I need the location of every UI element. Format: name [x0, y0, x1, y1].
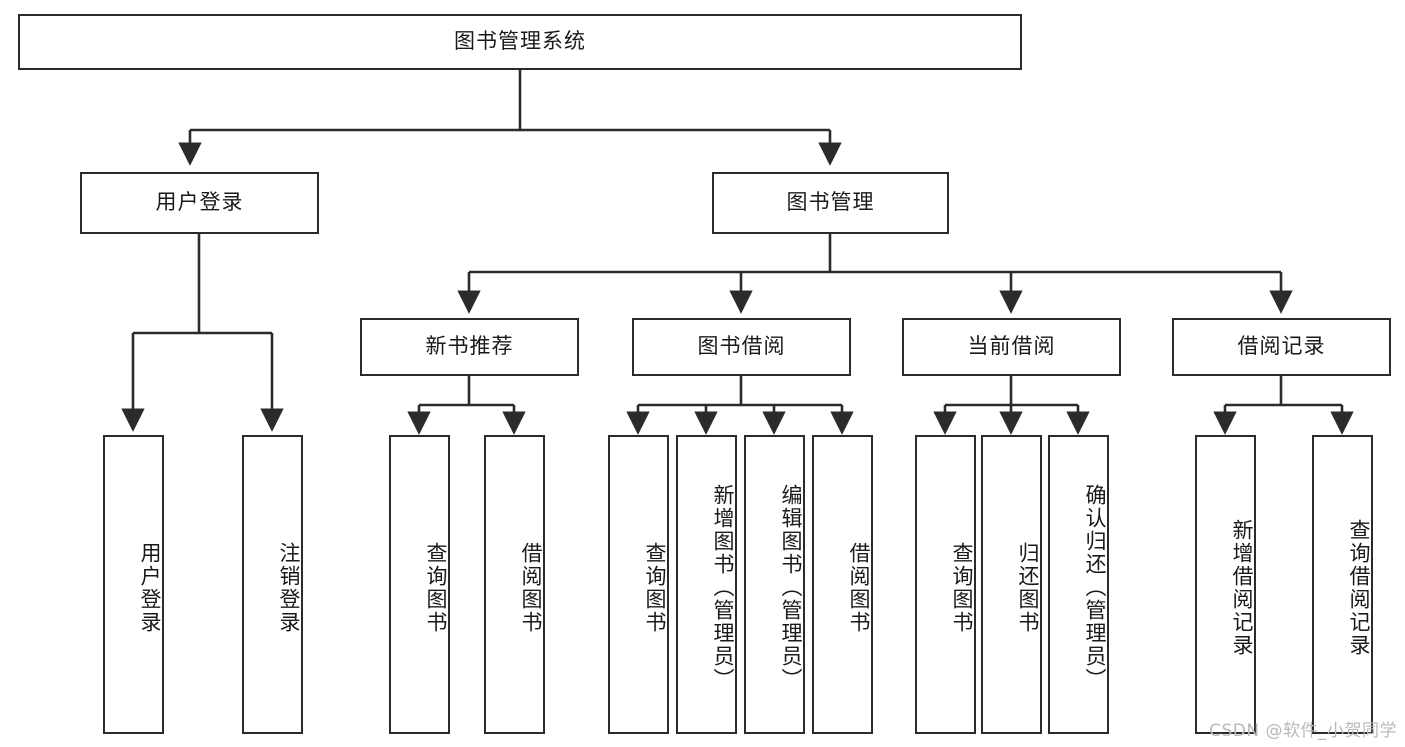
leaf-user-login-0[interactable]: 用户登录 — [103, 435, 164, 734]
leaf-current-borrow-0[interactable]: 查询图书 — [915, 435, 976, 734]
leaf-book-borrow-1[interactable]: 新增图书（管理员） — [676, 435, 737, 734]
node-borrow-record[interactable]: 借阅记录 — [1172, 318, 1391, 376]
leaf-label: 归还图书 — [1016, 541, 1040, 634]
leaf-borrow-record-0[interactable]: 新增借阅记录 — [1195, 435, 1256, 734]
node-current-borrow-label: 当前借阅 — [967, 334, 1056, 359]
leaf-label: 查询图书 — [424, 541, 448, 634]
node-user-login-label: 用户登录 — [155, 190, 244, 215]
leaf-label: 确认归还（管理员） — [1083, 484, 1107, 691]
leaf-label: 编辑图书（管理员） — [779, 484, 803, 691]
leaf-user-login-1[interactable]: 注销登录 — [242, 435, 303, 734]
leaf-current-borrow-1[interactable]: 归还图书 — [981, 435, 1042, 734]
leaf-label: 查询图书 — [643, 541, 667, 634]
leaf-label: 用户登录 — [138, 541, 162, 634]
node-book-borrow[interactable]: 图书借阅 — [632, 318, 851, 376]
leaf-new-book-recommend-1[interactable]: 借阅图书 — [484, 435, 545, 734]
node-current-borrow[interactable]: 当前借阅 — [902, 318, 1121, 376]
node-root[interactable]: 图书管理系统 — [18, 14, 1022, 70]
leaf-new-book-recommend-0[interactable]: 查询图书 — [389, 435, 450, 734]
leaf-book-borrow-2[interactable]: 编辑图书（管理员） — [744, 435, 805, 734]
node-book-borrow-label: 图书借阅 — [697, 334, 786, 359]
leaf-label: 查询图书 — [950, 541, 974, 634]
leaf-current-borrow-2[interactable]: 确认归还（管理员） — [1048, 435, 1109, 734]
node-new-book-recommend[interactable]: 新书推荐 — [360, 318, 579, 376]
leaf-label: 注销登录 — [277, 541, 301, 634]
node-user-login[interactable]: 用户登录 — [80, 172, 319, 234]
node-root-label: 图书管理系统 — [454, 29, 586, 54]
leaf-label: 新增图书（管理员） — [711, 484, 735, 691]
node-book-manage[interactable]: 图书管理 — [712, 172, 949, 234]
leaf-borrow-record-1[interactable]: 查询借阅记录 — [1312, 435, 1373, 734]
node-book-manage-label: 图书管理 — [786, 190, 875, 215]
leaf-book-borrow-3[interactable]: 借阅图书 — [812, 435, 873, 734]
leaf-label: 查询借阅记录 — [1347, 518, 1371, 657]
leaf-label: 借阅图书 — [847, 541, 871, 634]
node-borrow-record-label: 借阅记录 — [1237, 334, 1326, 359]
leaf-label: 新增借阅记录 — [1230, 518, 1254, 657]
leaf-book-borrow-0[interactable]: 查询图书 — [608, 435, 669, 734]
leaf-label: 借阅图书 — [519, 541, 543, 634]
node-new-book-recommend-label: 新书推荐 — [425, 334, 514, 359]
